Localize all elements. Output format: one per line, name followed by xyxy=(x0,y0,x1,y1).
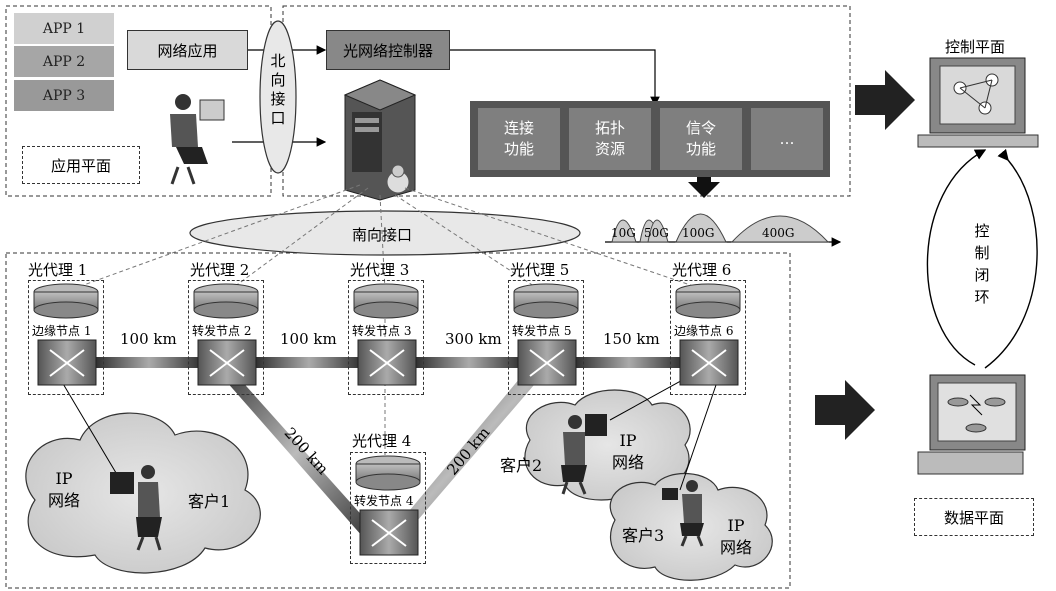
link-1-2-label: 100 km xyxy=(120,330,177,348)
control-plane-label: 控制平面 xyxy=(945,38,1006,56)
agent-6-label: 光代理 6 xyxy=(672,261,732,279)
customer-3-icon xyxy=(660,478,710,548)
spectrum-diagram xyxy=(605,213,842,247)
loop-right-arrow xyxy=(984,148,1038,369)
arrow-to-control-plane-icon xyxy=(855,70,915,130)
link-2-3-label: 100 km xyxy=(280,330,337,348)
control-loop-label: 控 制 闭 环 xyxy=(972,220,992,308)
cloud-1-label: IP 网络 xyxy=(48,469,81,510)
node-box-3 xyxy=(348,280,424,395)
node-3-label: 转发节点 3 xyxy=(352,324,412,338)
app-2-box: APP 2 xyxy=(14,46,114,77)
customer-3-label: 客户3 xyxy=(622,526,665,545)
node-1-label: 边缘节点 1 xyxy=(32,324,92,338)
link-5-6-label: 150 km xyxy=(603,330,660,348)
northbound-interface xyxy=(259,20,297,174)
control-plane-computer-icon xyxy=(917,57,1039,148)
app-3-box: APP 3 xyxy=(14,80,114,111)
network-app-box: 网络应用 xyxy=(127,30,248,70)
cloud-2-label: IP 网络 xyxy=(612,431,645,472)
nb-char-4: 口 xyxy=(270,109,286,127)
more-functions-box: … xyxy=(751,108,823,170)
nb-char-3: 接 xyxy=(270,90,286,108)
node-box-2 xyxy=(188,280,264,395)
spectrum-label-10g: 10G xyxy=(611,226,636,240)
node-box-4 xyxy=(350,452,426,564)
loop-left-arrow xyxy=(926,149,987,366)
agent-1-label: 光代理 1 xyxy=(28,261,88,279)
node-4-label: 转发节点 4 xyxy=(354,494,414,508)
agent-5-label: 光代理 5 xyxy=(510,261,570,279)
node-5-label: 转发节点 5 xyxy=(512,324,572,338)
app-plane-label: 应用平面 xyxy=(22,146,140,184)
connection-function-box: 连接 功能 xyxy=(478,108,560,170)
loop-char-4: 环 xyxy=(974,288,990,306)
customer-2-icon xyxy=(555,410,610,495)
cloud-3-label: IP 网络 xyxy=(720,516,753,557)
controller-server-icon xyxy=(343,79,417,201)
topology-resource-box: 拓扑 资源 xyxy=(569,108,651,170)
optical-links xyxy=(90,357,688,536)
agent-2-label: 光代理 2 xyxy=(190,261,250,279)
spectrum-label-100g: 100G xyxy=(682,226,715,240)
down-arrow-icon xyxy=(688,172,720,198)
loop-char-3: 闭 xyxy=(974,266,990,284)
node-box-6 xyxy=(670,280,746,395)
agent-4-label: 光代理 4 xyxy=(352,432,412,450)
nb-char-2: 向 xyxy=(270,71,286,89)
loop-char-1: 控 xyxy=(974,222,990,240)
node-6-label: 边缘节点 6 xyxy=(674,324,734,338)
node-2-label: 转发节点 2 xyxy=(192,324,252,338)
spectrum-label-400g: 400G xyxy=(762,226,795,240)
southbound-interface xyxy=(189,210,581,256)
agent-3-label: 光代理 3 xyxy=(350,261,410,279)
southbound-label: 南向接口 xyxy=(352,226,413,244)
data-plane-label: 数据平面 xyxy=(914,498,1034,536)
customer-2-label: 客户2 xyxy=(500,456,543,475)
operator-icon xyxy=(158,92,228,187)
northbound-label: 北 向 接 口 xyxy=(268,52,288,128)
customer-1-icon xyxy=(108,462,168,552)
control-lines xyxy=(69,184,706,455)
node-box-5 xyxy=(508,280,584,395)
loop-char-2: 制 xyxy=(974,244,990,262)
controller-region xyxy=(282,5,851,197)
app-1-box: APP 1 xyxy=(14,13,114,44)
controller-box: 光网络控制器 xyxy=(326,30,450,70)
customer-1-label: 客户1 xyxy=(188,492,231,511)
data-plane-computer-icon xyxy=(917,374,1026,475)
arrow-to-data-plane-icon xyxy=(815,380,875,440)
spectrum-label-50g: 50G xyxy=(644,226,669,240)
nb-char-1: 北 xyxy=(270,52,286,70)
link-3-5-label: 300 km xyxy=(445,330,502,348)
arrow-controller-functions xyxy=(450,49,660,107)
signaling-function-box: 信令 功能 xyxy=(660,108,742,170)
node-box-1 xyxy=(28,280,104,395)
